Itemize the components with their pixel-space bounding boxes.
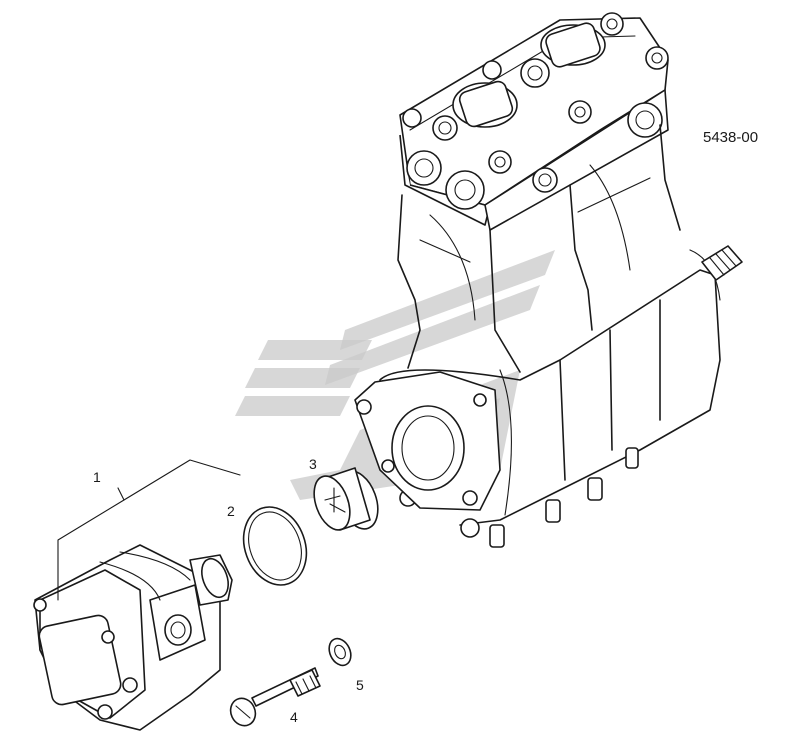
callout-2: 2 <box>227 503 235 519</box>
callout-1: 1 <box>93 469 101 485</box>
part-1-pump <box>33 544 233 731</box>
leader-lines <box>57 459 241 601</box>
part-3-coupling <box>313 467 379 531</box>
drawing-code: 5438-00 <box>703 129 758 146</box>
callout-3: 3 <box>309 456 317 472</box>
air-compressor <box>354 12 743 548</box>
part-5-washer <box>328 637 352 667</box>
part-2-o-ring <box>242 506 308 586</box>
callout-4: 4 <box>290 709 298 725</box>
part-4-bolt <box>229 667 321 727</box>
callout-5: 5 <box>356 677 364 693</box>
